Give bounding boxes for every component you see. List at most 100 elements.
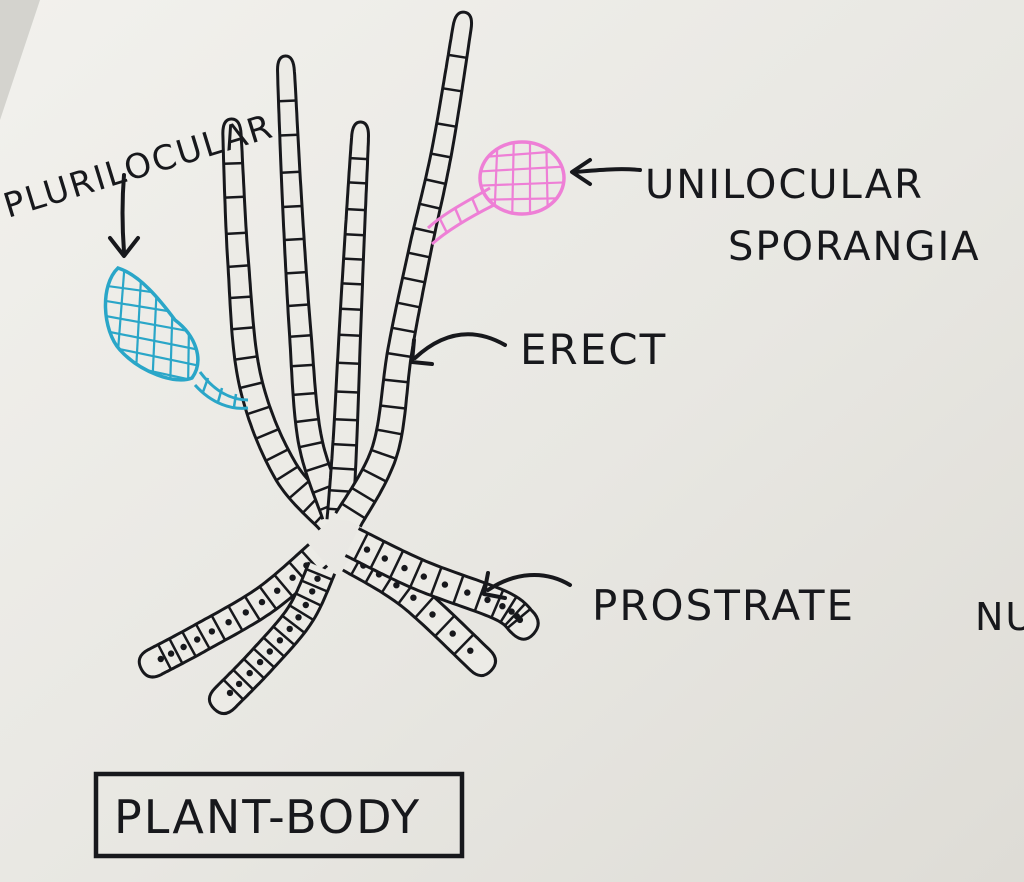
erect-filament-3-outline [325,120,370,521]
cell-wall [243,595,261,621]
cell-wall [413,226,436,235]
label-unilocular-line1: UNILOCULAR [645,162,924,208]
cell-nucleus [467,647,474,654]
cell-wall [370,448,397,460]
cell-wall [223,161,243,166]
cell-wall [409,559,424,588]
cell-wall [287,303,309,308]
cell-nucleus [256,658,264,666]
cell-nucleus [449,630,456,637]
cell-wall [453,633,475,656]
cell-wall [295,592,322,607]
cell-wall [289,333,312,339]
cell-wall [388,550,405,579]
prostrate-filament-1-outline [137,543,329,679]
cell-wall [341,502,366,520]
erect-filament-4 [334,10,474,528]
cell-wall [255,428,280,440]
cell-wall [430,152,452,159]
cell-wall [229,295,252,300]
cell-wall [340,307,362,311]
cell-wall [262,636,286,658]
arrow-unilocular [570,158,642,186]
cell-wall [341,282,363,286]
cell-wall [156,644,173,670]
cell-nucleus [226,689,234,697]
cell-wall [281,614,306,634]
cell-nucleus [274,587,281,594]
cell-wall [258,585,278,610]
cell-wall [265,448,289,462]
paper-shadow [0,0,40,120]
erect-filament-1-outline [221,117,342,531]
cell-nucleus [167,650,175,657]
cell-wall [391,326,416,334]
cell-wall [301,579,328,593]
cell-wall [293,391,316,397]
cell-wall [361,468,387,483]
cell-nucleus [208,628,216,635]
cell-wall [288,479,310,500]
label-erect: ERECT [520,325,667,374]
cell-wall [414,595,435,619]
cell-wall [452,574,465,605]
cell-nucleus [420,573,427,580]
cell-wall [222,678,245,701]
cell-wall [295,417,319,424]
prostrate-filament-4-outline [344,527,540,641]
cell-nucleus [363,546,371,553]
cell-nucleus [484,596,491,604]
cell-wall [335,390,359,394]
cell-wall [387,351,412,359]
cell-wall [275,465,299,482]
cell-wall [168,638,184,665]
cell-wall [369,540,386,569]
cell-wall [332,442,357,447]
cell-wall [227,605,244,632]
erect-filament-1 [221,117,342,531]
caption-box [93,771,465,859]
cell-wall [402,276,426,284]
cell-nucleus [393,582,400,589]
cell-wall [299,440,323,449]
filaments [137,10,540,716]
cell-wall [348,181,367,185]
cell-nucleus [401,564,408,572]
cell-nucleus [180,643,187,651]
cell-nucleus [235,680,243,688]
cell-wall [499,596,518,623]
cell-wall [231,326,254,331]
cell-wall [288,604,315,621]
cell-nucleus [295,614,302,621]
cell-wall [331,466,356,471]
cell-nucleus [499,603,506,610]
cell-wall [242,658,265,680]
cell-wall [181,631,197,657]
arrow-prostrate [482,571,572,600]
cell-wall [272,625,296,646]
cell-wall [448,53,467,60]
cell-nucleus [242,609,249,616]
cell-wall [239,381,263,390]
cell-wall [407,251,431,259]
cell-wall [350,156,368,161]
cell-wall [442,87,462,93]
cell-wall [490,589,505,619]
cell-wall [376,428,403,436]
cell-wall [284,237,305,242]
cell-wall [338,333,361,338]
cell-wall [246,405,271,416]
cell-nucleus [286,625,293,633]
cell-wall [228,264,249,269]
cell-wall [226,231,247,236]
cell-wall [434,614,456,637]
cell-wall [281,170,300,174]
label-unilocular-line2: SPORANGIA [728,224,981,270]
cell-wall [232,669,255,691]
cell-wall [345,233,365,237]
cell-wall [334,417,358,422]
cell-wall [279,133,298,137]
